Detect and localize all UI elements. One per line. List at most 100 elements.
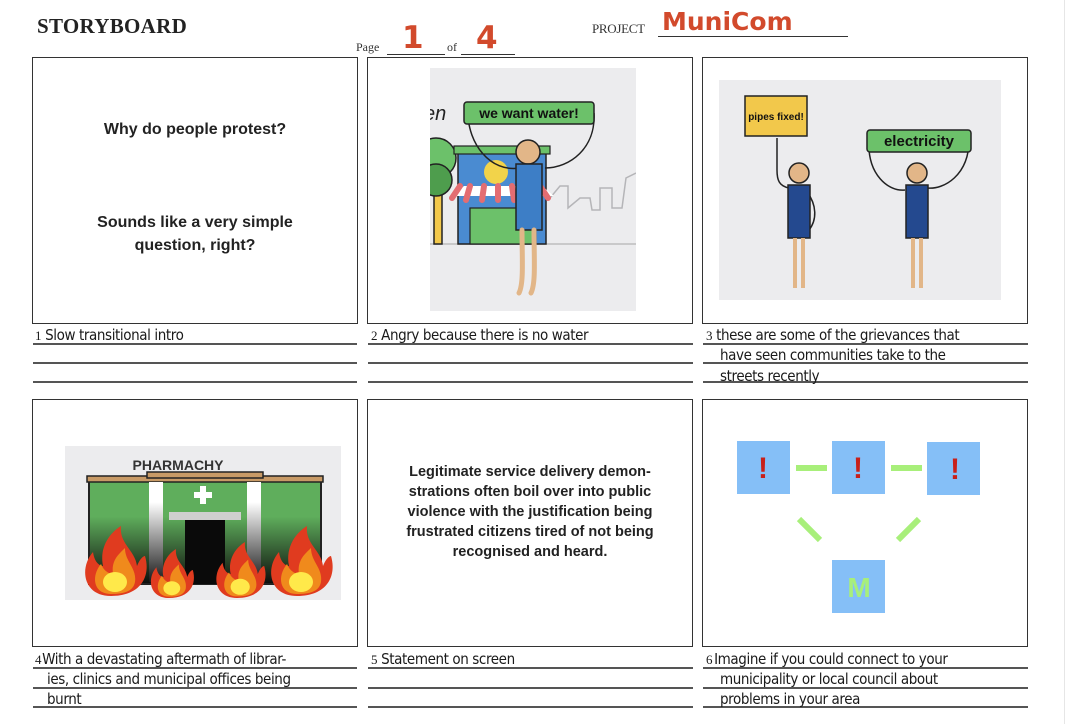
caption-line: [33, 667, 357, 669]
fire-icon: [216, 542, 266, 598]
caption-line: [703, 381, 1028, 383]
connector-line: [895, 516, 922, 543]
panel-number: 1: [35, 328, 42, 343]
pharmacy-cross-h: [194, 492, 212, 498]
panel-number: 4: [35, 652, 42, 667]
protester-head: [515, 139, 541, 165]
panel-4-caption-line-3: burnt: [47, 690, 82, 708]
panel-3-caption-line-2: have seen communities take to the: [720, 346, 946, 364]
burning-pharmacy-scene: PHARMACHY: [85, 457, 333, 598]
page-total-field[interactable]: [461, 24, 515, 55]
caption-line: [703, 362, 1028, 364]
panel-4-frame: PHARMACHY: [32, 399, 358, 647]
left-protester-legs: [793, 238, 805, 288]
water-protest-scene: en we want water!: [415, 101, 637, 296]
fire-icon: [85, 526, 147, 596]
project-name-field[interactable]: [658, 6, 848, 37]
project-name: MuniCom: [662, 7, 793, 36]
panel-number: 3: [706, 328, 713, 343]
connector-line: [796, 516, 823, 543]
alert-icon: !: [853, 452, 863, 485]
panel-3-frame: pipes fixed! electricity: [702, 57, 1028, 324]
connection-diagram: ! ! ! M: [737, 441, 980, 613]
municipality-letter: M: [847, 572, 870, 603]
caption-line: [33, 687, 357, 689]
caption-line: [703, 667, 1028, 669]
panel-5-frame: Legitimate service delivery demon-strati…: [367, 399, 693, 647]
caption-line: [33, 362, 357, 364]
alert-icon: !: [758, 452, 768, 485]
panel-6-caption-line-3: problems in your area: [720, 690, 860, 708]
left-protester-body: [787, 184, 811, 239]
caption-line: [368, 706, 693, 708]
caption-text: these are some of the grievances that: [716, 326, 960, 344]
page-number-field[interactable]: [387, 24, 445, 55]
electricity-sign: [866, 129, 972, 153]
caption-line: [33, 706, 357, 708]
city-skyline: [549, 172, 637, 211]
water-sign-text: we want water!: [478, 105, 579, 121]
pharmacy-roof-center: [146, 471, 264, 479]
caption-line: [368, 362, 693, 364]
alert-icon: !: [950, 453, 960, 486]
page-label: Page: [356, 40, 380, 54]
issue-node-2: [832, 441, 885, 494]
water-protest-sign: [463, 101, 595, 125]
page-number: 1: [402, 20, 424, 56]
page-total: 4: [476, 20, 498, 56]
caption-line: [33, 343, 357, 345]
fire-icons: [85, 526, 333, 598]
caption-line: [703, 687, 1028, 689]
caption-line: [368, 667, 693, 669]
panel-number: 6: [706, 652, 713, 667]
panel-number: 5: [371, 652, 378, 667]
left-protester-arm: [776, 169, 790, 189]
right-protester-head: [906, 162, 928, 184]
caption-text: Imagine if you could connect to your: [714, 650, 948, 668]
right-protester-body: [905, 184, 929, 239]
municipality-node: [832, 560, 885, 613]
partial-sign-text: en: [430, 103, 446, 125]
project-label: PROJECT: [592, 21, 645, 36]
pharmacy-pillar-left: [149, 482, 163, 582]
pipes-sign-text: pipes fixed!: [748, 112, 804, 123]
shop-roof: [453, 145, 551, 155]
caption-line: [703, 706, 1028, 708]
storyboard-title: STORYBOARD: [37, 14, 188, 38]
caption-text: With a devastating aftermath of librar-: [42, 650, 286, 668]
pharmacy-door-canopy: [169, 512, 241, 520]
panel-1-question: Why do people protest?: [103, 121, 287, 138]
panel-6-frame: ! ! ! M: [702, 399, 1028, 647]
caption-text: Angry because there is no water: [381, 326, 589, 344]
right-protester-legs: [911, 238, 923, 288]
panel-4-caption-line-2: ies, clinics and municipal offices being: [47, 670, 291, 688]
panel-4-caption[interactable]: 4With a devastating aftermath of librar-: [35, 649, 286, 670]
panel-1-frame: Why do people protest? Sounds like a ver…: [32, 57, 358, 324]
panel-3-illustration: pipes fixed! electricity: [719, 80, 1001, 300]
protester-body: [515, 163, 543, 231]
panel-4-illustration: PHARMACHY: [65, 446, 341, 600]
page-edge: [1064, 0, 1065, 724]
caption-line: [368, 343, 693, 345]
caption-line: [703, 343, 1028, 345]
pharmacy-pillar-right: [247, 482, 261, 582]
panel-2-illustration: en we want water!: [415, 68, 637, 311]
fire-icon: [150, 549, 194, 598]
fire-icon: [271, 526, 333, 596]
caption-line: [368, 687, 693, 689]
panel-3-caption-line-3: streets recently: [720, 367, 820, 385]
caption-text: Slow transitional intro: [45, 326, 184, 344]
panel-number: 2: [371, 328, 378, 343]
caption-line: [33, 381, 357, 383]
caption-line: [368, 381, 693, 383]
panel-1-subtitle: Sounds like a very simple question, righ…: [97, 214, 293, 254]
caption-text: Statement on screen: [381, 650, 515, 668]
protester-legs: [516, 227, 537, 296]
panel-6-caption-line-2: municipality or local council about: [720, 670, 938, 688]
panel-5-statement: Legitimate service delivery demon-strati…: [406, 464, 654, 560]
